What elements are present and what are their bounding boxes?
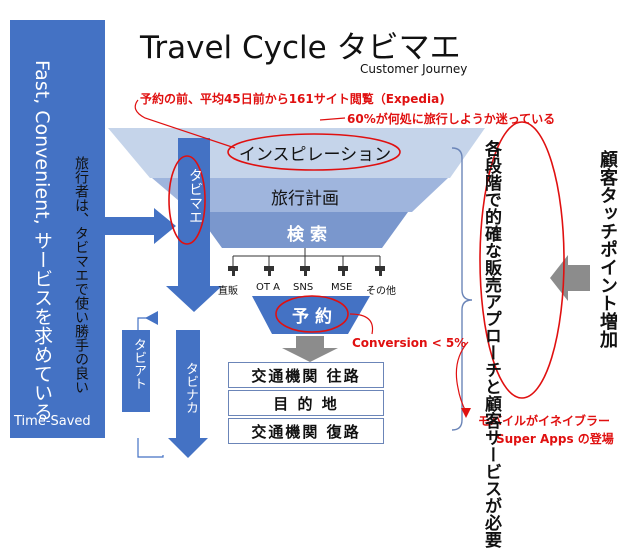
diagram-shapes bbox=[104, 99, 590, 458]
booking-oval bbox=[275, 295, 349, 333]
page-subtitle: Customer Journey bbox=[360, 62, 468, 76]
channel-label: 直販 bbox=[218, 286, 238, 297]
funnel-label-planning: 旅行計画 bbox=[271, 189, 339, 209]
left-panel-text: Fast, Convenient, サービスを求めている bbox=[31, 60, 53, 421]
page-title: Travel Cycle タビマエ bbox=[140, 30, 461, 66]
annotation-conversion: Conversion < 5% bbox=[352, 336, 467, 350]
annotation-mobile2: Super Apps の登場 bbox=[496, 432, 614, 446]
channel-label: SNS bbox=[293, 282, 314, 293]
inspiration-oval bbox=[227, 133, 401, 171]
stage-box: 目 的 地 bbox=[228, 390, 384, 416]
funnel-label-booking: 予 約 bbox=[292, 307, 332, 327]
annotation-top2: 60%が何処に旅行しようか迷っている bbox=[347, 112, 556, 126]
channel-label: MSE bbox=[331, 282, 353, 293]
annotation-top1: 予約の前、平均45日前から161サイト閲覧（Expedia) bbox=[140, 92, 445, 106]
right-oval-text: 各段階で的確な販売アプローチと顧客サービスが必要 bbox=[481, 140, 501, 548]
funnel-layer-planning bbox=[152, 178, 448, 212]
annotation-mobile1: モバイルがイネイブラー bbox=[478, 414, 611, 428]
funnel-label-inspiration: インスピレーション bbox=[238, 145, 392, 165]
tabiato-label: タビアト bbox=[131, 338, 146, 390]
tabimae-oval bbox=[168, 155, 206, 245]
time-saved-label: Time-Saved bbox=[14, 414, 91, 429]
tabinaka-arrow-shaft bbox=[176, 330, 200, 438]
right-text: 顧客タッチポイント増加 bbox=[597, 150, 618, 348]
tap-icon bbox=[228, 266, 385, 276]
tabiato-arrow-shaft bbox=[122, 330, 150, 412]
left-panel bbox=[10, 20, 105, 438]
right-oval bbox=[479, 121, 565, 399]
tabimae-arrow-head bbox=[166, 286, 222, 312]
tabimae-label: タビマエ bbox=[187, 168, 203, 224]
tabinaka-label: タビナカ bbox=[183, 362, 198, 414]
channel-label: OT A bbox=[256, 282, 280, 293]
channel-label: その他 bbox=[366, 286, 396, 297]
funnel-layer-search bbox=[196, 212, 408, 248]
stage-box: 交通機関 往路 bbox=[228, 362, 384, 388]
funnel-label-search: 検 索 bbox=[287, 225, 327, 245]
stage-box: 交通機関 復路 bbox=[228, 418, 384, 444]
